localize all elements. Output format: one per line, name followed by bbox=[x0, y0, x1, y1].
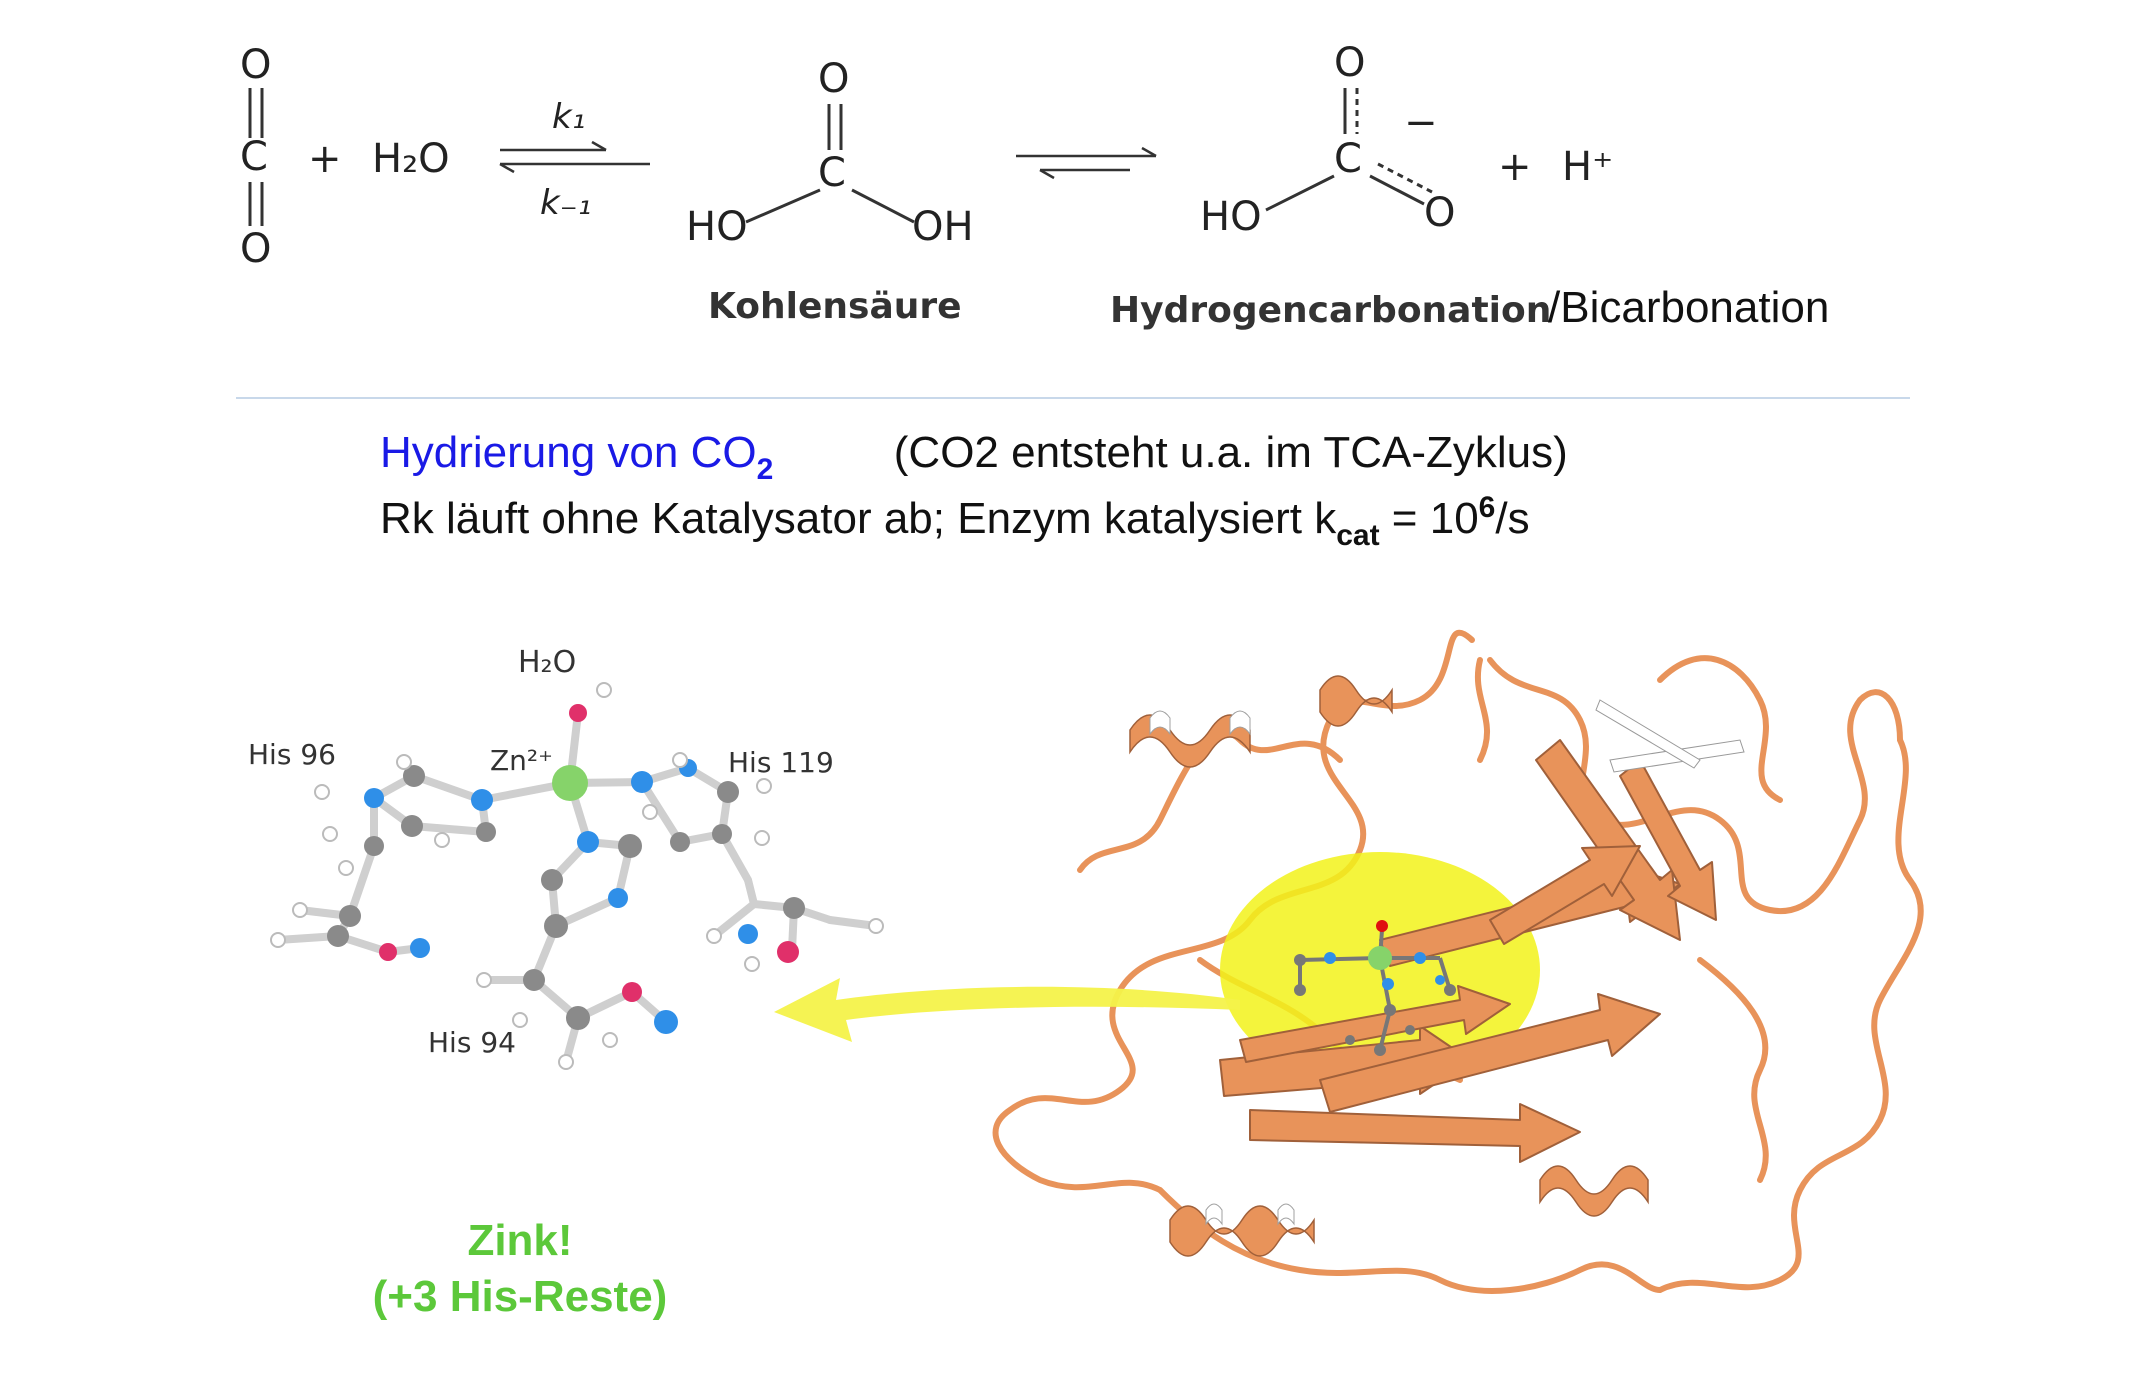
acid-hydroxyl-right: OH bbox=[912, 204, 974, 250]
zinc-caption: Zink! (+3 His-Reste) bbox=[300, 1216, 740, 1322]
hydrogenation-line: Hydrierung von CO2 (CO2 entsteht u.a. im… bbox=[380, 428, 1880, 486]
water-oxygen bbox=[569, 704, 587, 722]
kinetics-text-a: Rk läuft ohne Katalysator ab; Enzym kata… bbox=[380, 494, 1337, 543]
co2-oxygen-bottom: O bbox=[240, 226, 271, 272]
bicarbonate-oxygen-top: O bbox=[1334, 40, 1365, 86]
kcat-subscript: cat bbox=[1336, 519, 1380, 552]
water-label: H₂O bbox=[518, 645, 576, 680]
proton: H⁺ bbox=[1562, 144, 1613, 190]
acid-carbon: C bbox=[818, 150, 846, 196]
kinetics-text-b: = 10 bbox=[1379, 494, 1479, 543]
kinetics-line: Rk läuft ohne Katalysator ab; Enzym kata… bbox=[380, 491, 1980, 552]
his94-label: His 94 bbox=[428, 1026, 516, 1059]
reaction-scheme: O C O + H₂O k₁ k₋₁ O C HO OH Kohlensäure… bbox=[236, 40, 1910, 399]
plus-sign: + bbox=[308, 136, 342, 182]
zinc-caption-line1: Zink! bbox=[467, 1216, 573, 1265]
zinc-caption-line2: (+3 His-Reste) bbox=[372, 1272, 668, 1321]
acid-name: Kohlensäure bbox=[708, 286, 962, 327]
rate-constant-forward: k₁ bbox=[552, 97, 585, 137]
rate-constant-reverse: k₋₁ bbox=[540, 183, 591, 223]
water-formula: H₂O bbox=[372, 136, 450, 182]
zinc-ion bbox=[552, 765, 588, 801]
acid-oxygen: O bbox=[818, 56, 849, 102]
hydrogenation-title: Hydrierung von CO bbox=[380, 428, 757, 477]
bicarbonate-alt-name: /Bicarbonation bbox=[1548, 283, 1829, 332]
exponent: 6 bbox=[1478, 491, 1496, 524]
kinetics-text-c: /s bbox=[1495, 494, 1530, 543]
zoom-arrow bbox=[774, 978, 1240, 1042]
plus-sign-2: + bbox=[1498, 144, 1532, 190]
bicarbonate-carbon: C bbox=[1334, 136, 1362, 182]
zinc-label: Zn²⁺ bbox=[490, 744, 553, 777]
bicarbonate-charge: − bbox=[1404, 100, 1438, 146]
co2-oxygen-top: O bbox=[240, 42, 271, 88]
bicarbonate-oxygen-right: O bbox=[1424, 190, 1455, 236]
his119-label: His 119 bbox=[728, 746, 834, 779]
co2-carbon: C bbox=[240, 134, 268, 180]
acid-hydroxyl-left: HO bbox=[686, 204, 748, 250]
hydrogenation-subscript: 2 bbox=[756, 453, 774, 486]
his96-label: His 96 bbox=[248, 738, 336, 771]
bicarbonate-hydroxyl: HO bbox=[1200, 194, 1262, 240]
tca-note: (CO2 entsteht u.a. im TCA-Zyklus) bbox=[893, 428, 1568, 477]
bicarbonate-name: Hydrogencarbonation bbox=[1110, 290, 1551, 331]
